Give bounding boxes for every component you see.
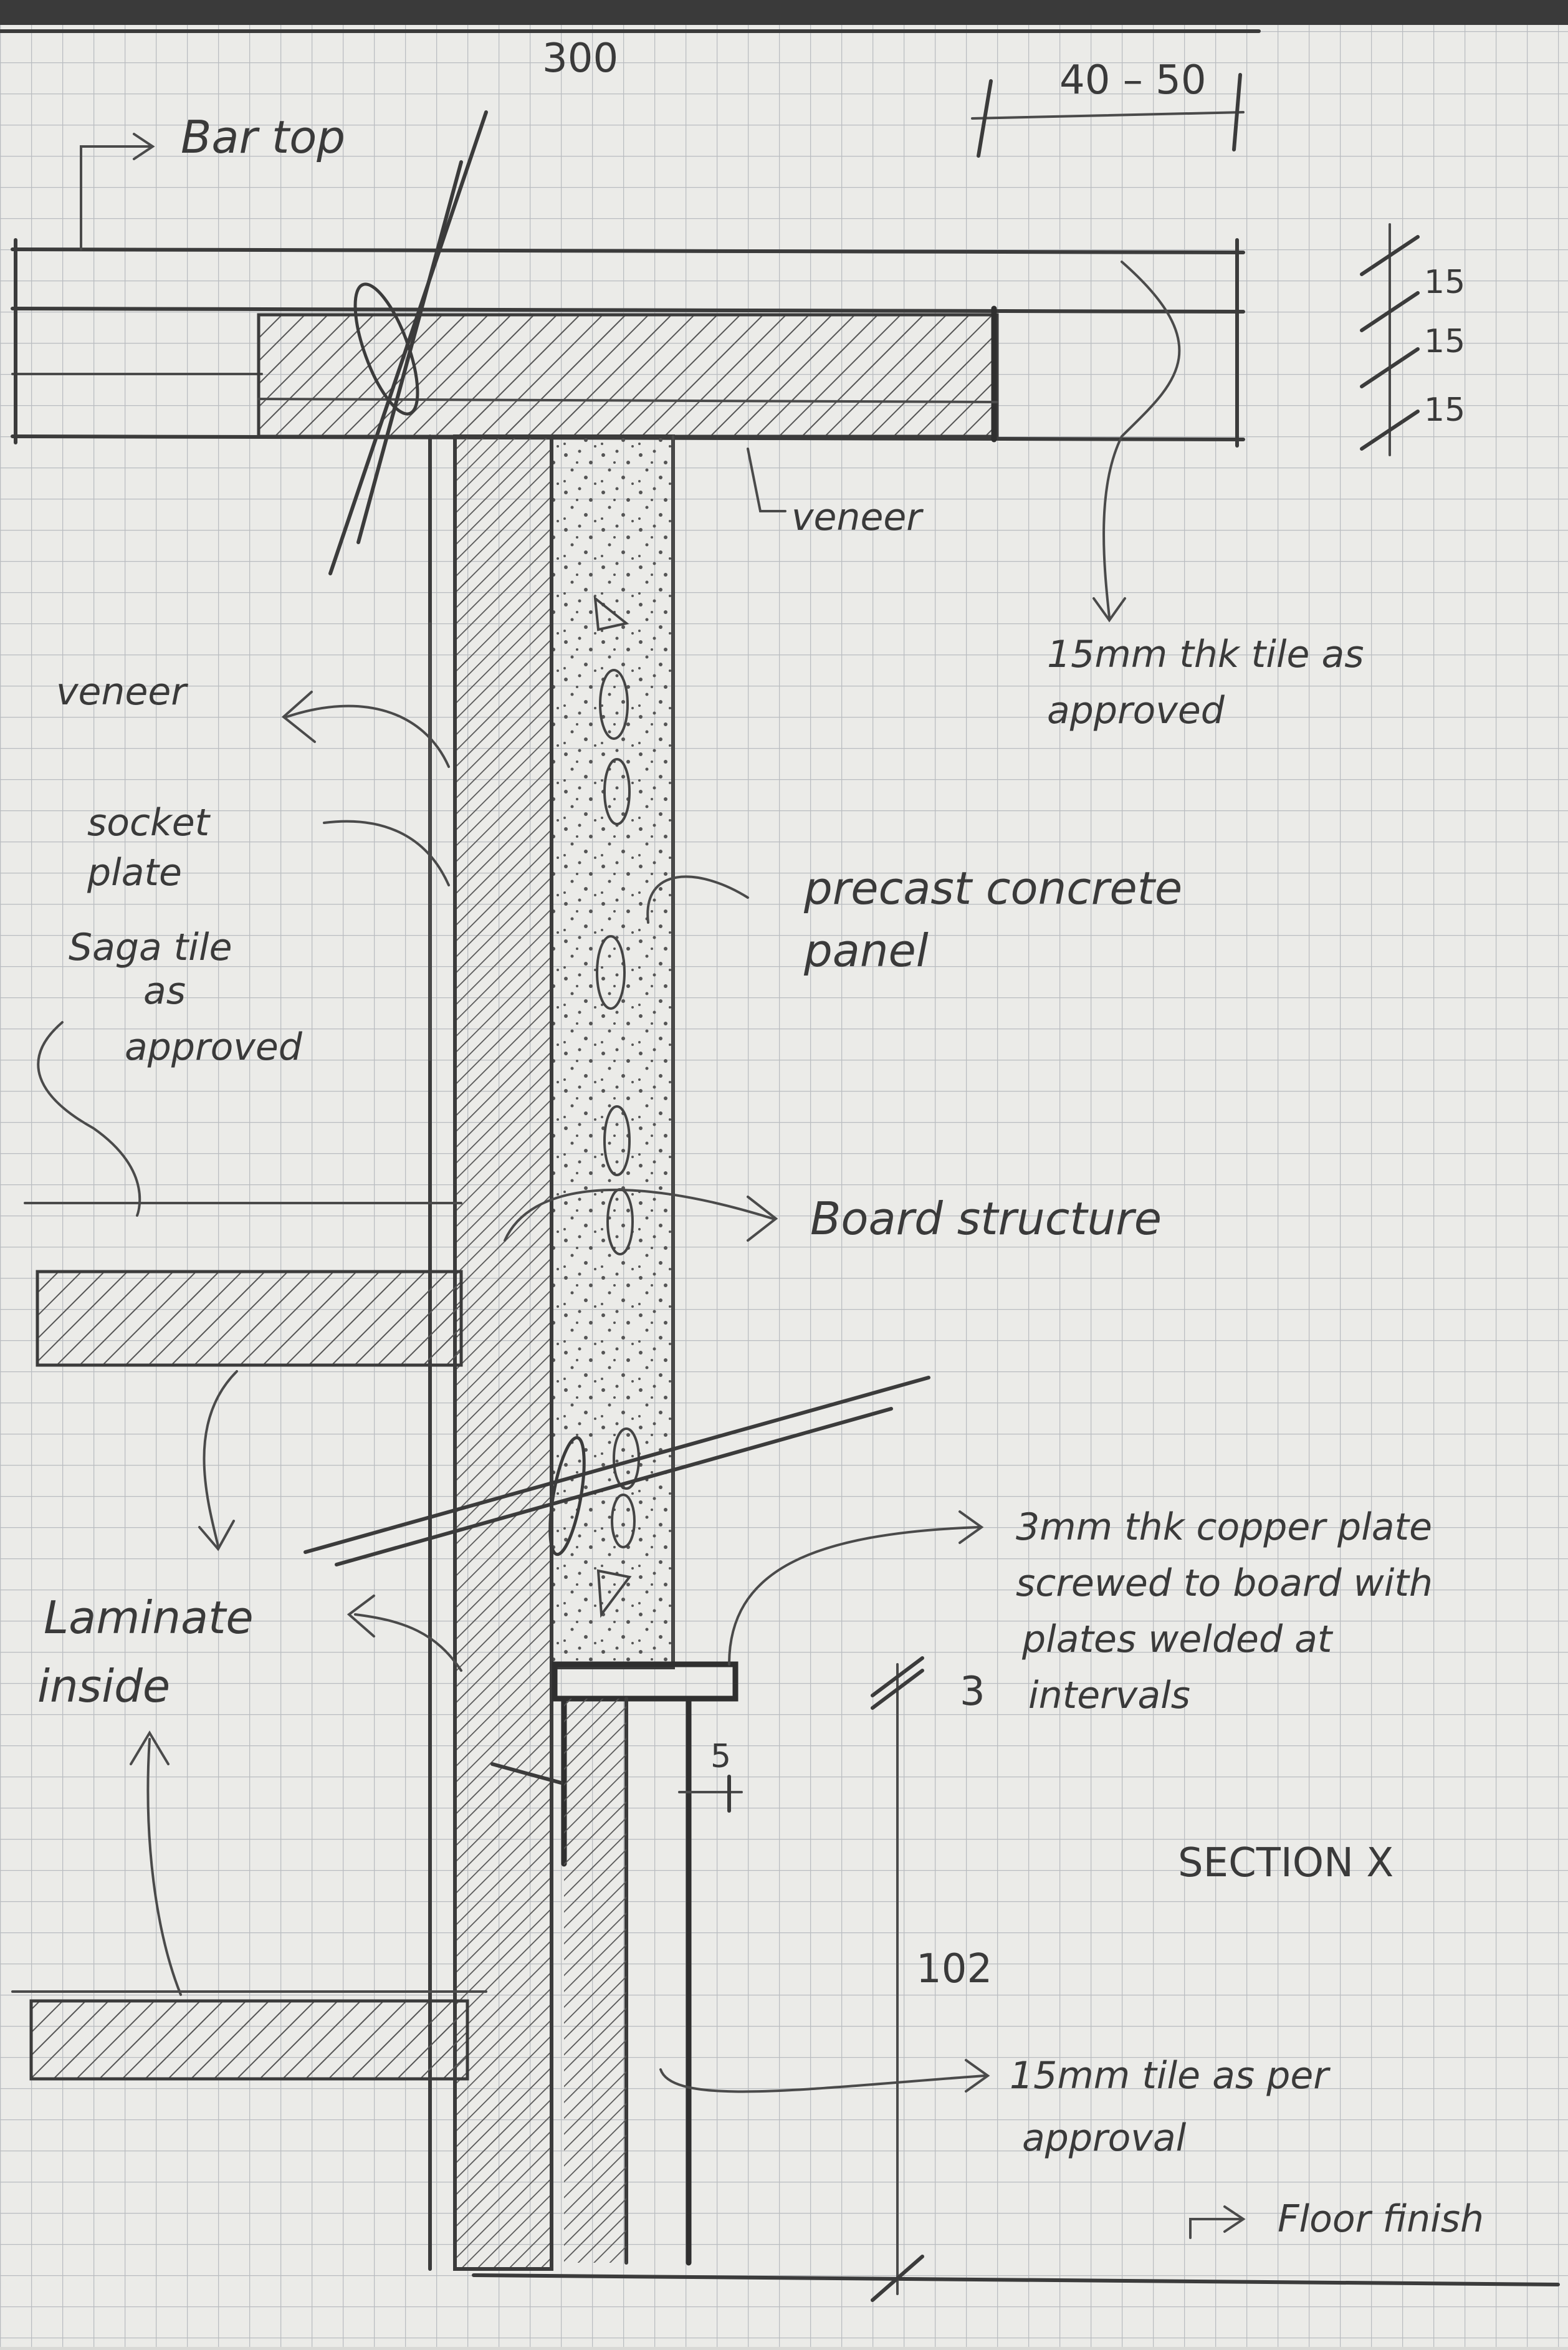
label-floor: Floor finish — [1278, 2197, 1484, 2241]
copper-plate-detail — [490, 1661, 739, 2266]
layer-top-dim: 15 — [1424, 264, 1465, 301]
label-copper-3: plates welded at — [1021, 1618, 1334, 1661]
aggregate-ovals — [593, 595, 640, 1618]
bar-top-hatch — [257, 313, 999, 438]
section-title: SECTION X — [1178, 1840, 1394, 1886]
upper-slab — [24, 1202, 463, 1367]
diagonal-member — [304, 1376, 930, 1566]
leader-lines — [37, 133, 1246, 2239]
label-tile-top-2: approved — [1047, 689, 1225, 732]
height-dim: 102 — [916, 1946, 992, 1992]
lower-slab — [11, 1990, 487, 2081]
plate-thickness-dim: 3 — [960, 1669, 985, 1715]
label-saga-3: approved — [125, 1025, 303, 1069]
veneer-layer-hatch — [453, 434, 553, 2271]
label-socket-1: socket — [87, 801, 211, 845]
layer-mid-dim: 15 — [1424, 323, 1465, 360]
layer-bottom-dim: 15 — [1424, 391, 1465, 429]
dimension-height: 3 102 — [871, 1656, 992, 2302]
label-saga-1: Saga tile — [69, 926, 232, 969]
precast-panel — [550, 434, 675, 1669]
label-copper-2: screwed to board with — [1016, 1561, 1433, 1605]
label-tile-top-1: 15mm thk tile as — [1047, 633, 1364, 676]
label-socket-2: plate — [87, 851, 182, 894]
label-copper-1: 3mm thk copper plate — [1016, 1505, 1432, 1549]
label-precast-2: panel — [803, 924, 929, 977]
label-laminate-2: inside — [37, 1660, 170, 1712]
label-tile-bottom-1: 15mm tile as per — [1010, 2054, 1331, 2098]
break-line — [328, 110, 488, 575]
label-precast-1: precast concrete — [803, 862, 1182, 914]
dimension-layers: 15 15 15 — [1360, 223, 1465, 456]
label-saga-2: as — [143, 969, 186, 1013]
label-board: Board structure — [810, 1192, 1162, 1245]
notebook-top-edge — [0, 0, 1568, 25]
bar-width-dim-text: 300 — [542, 36, 618, 82]
dimension-overhang: 40 – 50 — [971, 57, 1245, 158]
floor-line — [472, 2273, 1560, 2286]
label-copper-4: intervals — [1028, 1674, 1190, 1717]
label-veneer-top: veneer — [791, 496, 924, 539]
label-laminate-1: Laminate — [44, 1591, 254, 1644]
tile-thickness-dim: 5 — [710, 1738, 731, 1775]
wall-assembly — [428, 434, 675, 2271]
overhang-dim-text: 40 – 50 — [1059, 57, 1207, 103]
dimension-tile: 5 — [678, 1738, 743, 1813]
label-veneer-left: veneer — [56, 670, 188, 714]
label-tile-bottom-2: approval — [1022, 2116, 1187, 2160]
label-bar-top: Bar top — [181, 111, 345, 163]
